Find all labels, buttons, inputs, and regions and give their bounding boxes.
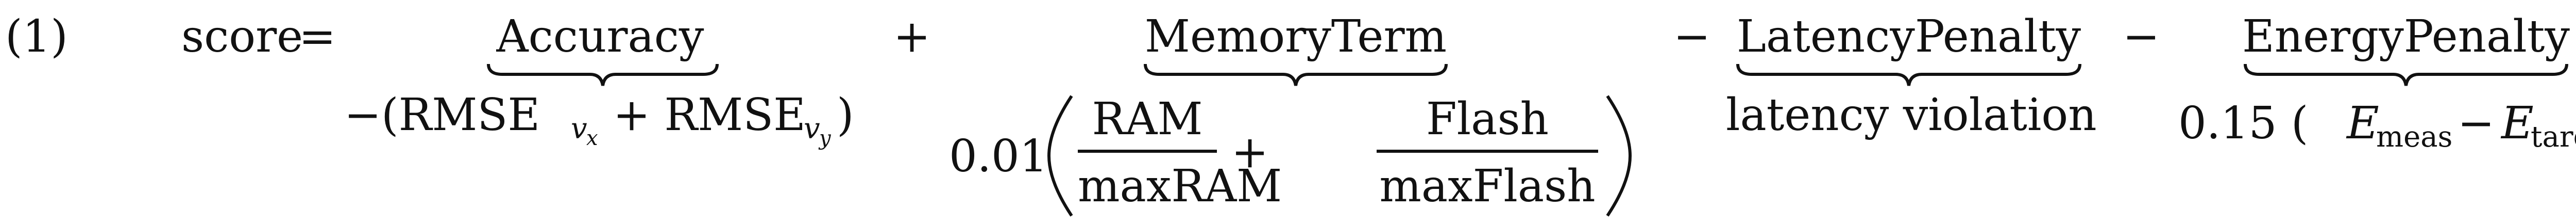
accuracy-sub-v2: v (804, 112, 820, 146)
memory-frac-plus: + (1231, 126, 1269, 178)
memory-coef: 0.01 (949, 131, 1048, 182)
memory-frac1-bar (1078, 150, 1217, 153)
energy-e-meas: E (2347, 98, 2379, 149)
latency-underbrace (1736, 63, 2081, 86)
minus-operator-2: − (2123, 11, 2160, 62)
minus-operator-1: − (1673, 11, 1711, 62)
memory-left-paren (1047, 95, 1073, 217)
plus-operator: + (893, 11, 931, 62)
lhs-score: score (181, 11, 303, 62)
energy-label: EnergyPenalty (2242, 11, 2570, 62)
accuracy-expr-close: ) (837, 89, 854, 141)
memory-frac1-num: RAM (1092, 93, 1203, 145)
memory-frac1-den: maxRAM (1078, 161, 1282, 212)
energy-e-meas-sub: meas (2376, 120, 2453, 154)
accuracy-underbrace (487, 63, 719, 86)
memory-right-paren (1606, 95, 1632, 217)
memory-frac2-bar (1377, 150, 1598, 153)
energy-coef: 0.15 ( (2178, 98, 2309, 149)
memory-label: MemoryTerm (1144, 11, 1447, 62)
memory-frac2-den: maxFlash (1379, 161, 1596, 212)
energy-e-target-sub: target (2531, 120, 2576, 154)
equals-sign: = (299, 11, 336, 62)
energy-underbrace (2244, 63, 2568, 86)
energy-minus: − (2458, 98, 2495, 149)
accuracy-subsub-y: y (819, 126, 831, 150)
accuracy-sub-v1: v (571, 112, 587, 146)
accuracy-expr-prefix: −(RMSE (344, 89, 540, 141)
accuracy-expr-plus: + RMSE (613, 89, 806, 141)
equation-number: (1) (5, 11, 68, 62)
memory-underbrace (1144, 63, 1448, 86)
accuracy-label: Accuracy (496, 11, 704, 62)
latency-expression: latency violation (1726, 89, 2097, 141)
energy-e-target: E (2501, 98, 2534, 149)
memory-frac2-num: Flash (1426, 93, 1549, 145)
accuracy-subsub-x: x (586, 126, 598, 150)
latency-label: LatencyPenalty (1736, 11, 2081, 62)
